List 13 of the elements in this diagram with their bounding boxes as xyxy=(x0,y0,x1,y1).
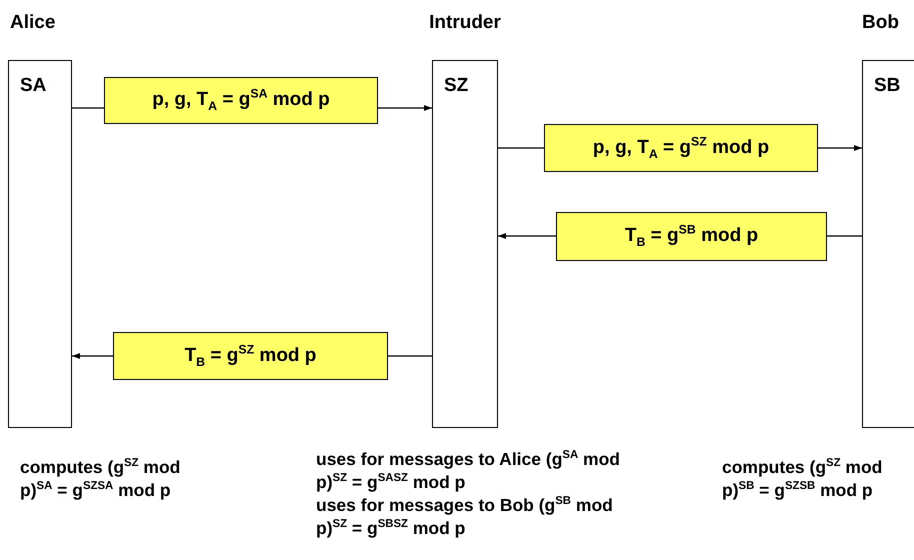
computation-note: uses for messages to Bob (g$^{SB}$ mod p)$^{SZ}$ = g$^{SBSZ}$ mod p xyxy=(316,494,614,540)
participant-name: Bob xyxy=(862,12,899,34)
participant-label: SA xyxy=(20,75,46,97)
edge-label: p, g, T$_{A}$ = g$^{SA}$ mod p xyxy=(104,77,378,124)
edge-label: p, g, T$_{A}$ = g$^{SZ}$ mod p xyxy=(544,124,818,172)
participant-label: SB xyxy=(874,75,900,97)
edge-label: T$_{B}$ = g$^{SZ}$ mod p xyxy=(113,332,388,380)
computation-note: computes (g$^{SZ}$ mod p)$^{SA}$ = g$^{SZSA}$ mod p xyxy=(20,456,182,502)
computation-note: computes (g$^{SZ}$ mod p)$^{SB}$ = g$^{SZSB}$ mod p xyxy=(722,456,884,502)
participant-name: Alice xyxy=(10,12,56,34)
edge-label: T$_{B}$ = g$^{SB}$ mod p xyxy=(556,212,827,261)
participant-label: SZ xyxy=(444,75,468,97)
participant-name: Intruder xyxy=(429,12,501,34)
